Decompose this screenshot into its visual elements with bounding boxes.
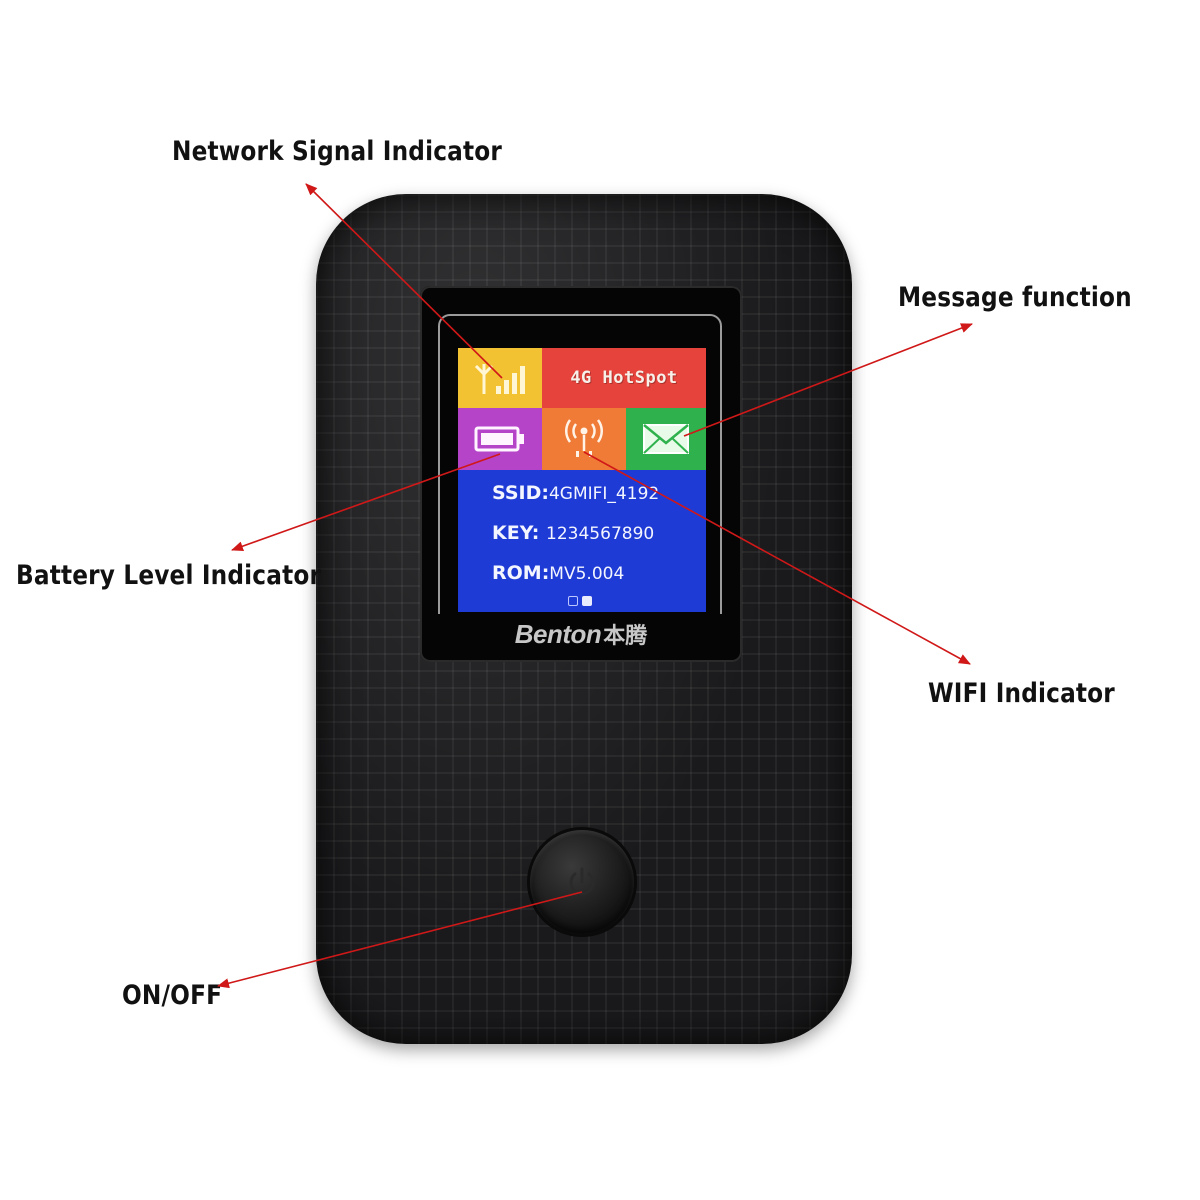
wifi-callout: WIFI Indicator [928, 678, 1115, 709]
brand-name: Benton [514, 619, 602, 649]
battery-tile [458, 408, 542, 470]
rom-label: ROM: [492, 562, 550, 584]
ssid-label: SSID: [492, 482, 549, 504]
brand-name-cn: 本腾 [603, 624, 648, 649]
key-value: 1234567890 [546, 524, 655, 544]
hotspot-title-tile: 4G HotSpot [542, 348, 706, 408]
wifi-tile [542, 408, 626, 470]
rom-row: ROM:MV5.004 [492, 562, 624, 584]
message-tile [626, 408, 706, 470]
battery-icon [474, 426, 524, 452]
page-indicator [568, 596, 592, 606]
power-icon [569, 867, 595, 895]
power-button[interactable] [530, 830, 634, 934]
on-off-callout: ON/OFF [122, 980, 223, 1011]
signal-bars-icon [474, 364, 525, 394]
ssid-row: SSID:4GMIFI_4192 [492, 482, 659, 504]
battery-level-callout: Battery Level Indicator [16, 560, 322, 591]
lcd-screen: 4G HotSpot SSID:4GMIFI_4192 [458, 348, 706, 612]
network-signal-callout: Network Signal Indicator [172, 136, 503, 167]
page-dot [568, 596, 578, 606]
rom-value: MV5.004 [549, 564, 625, 584]
hotspot-label: 4G HotSpot [570, 368, 678, 388]
ssid-value: 4GMIFI_4192 [548, 484, 660, 504]
message-function-callout: Message function [898, 282, 1132, 313]
network-signal-tile [458, 348, 542, 408]
brand-logo: Benton本腾 [436, 614, 726, 654]
page-dot [582, 596, 592, 606]
key-label: KEY: [492, 522, 540, 544]
wifi-icon [565, 419, 603, 457]
key-row: KEY: 1234567890 [492, 522, 654, 544]
envelope-icon [643, 424, 689, 454]
